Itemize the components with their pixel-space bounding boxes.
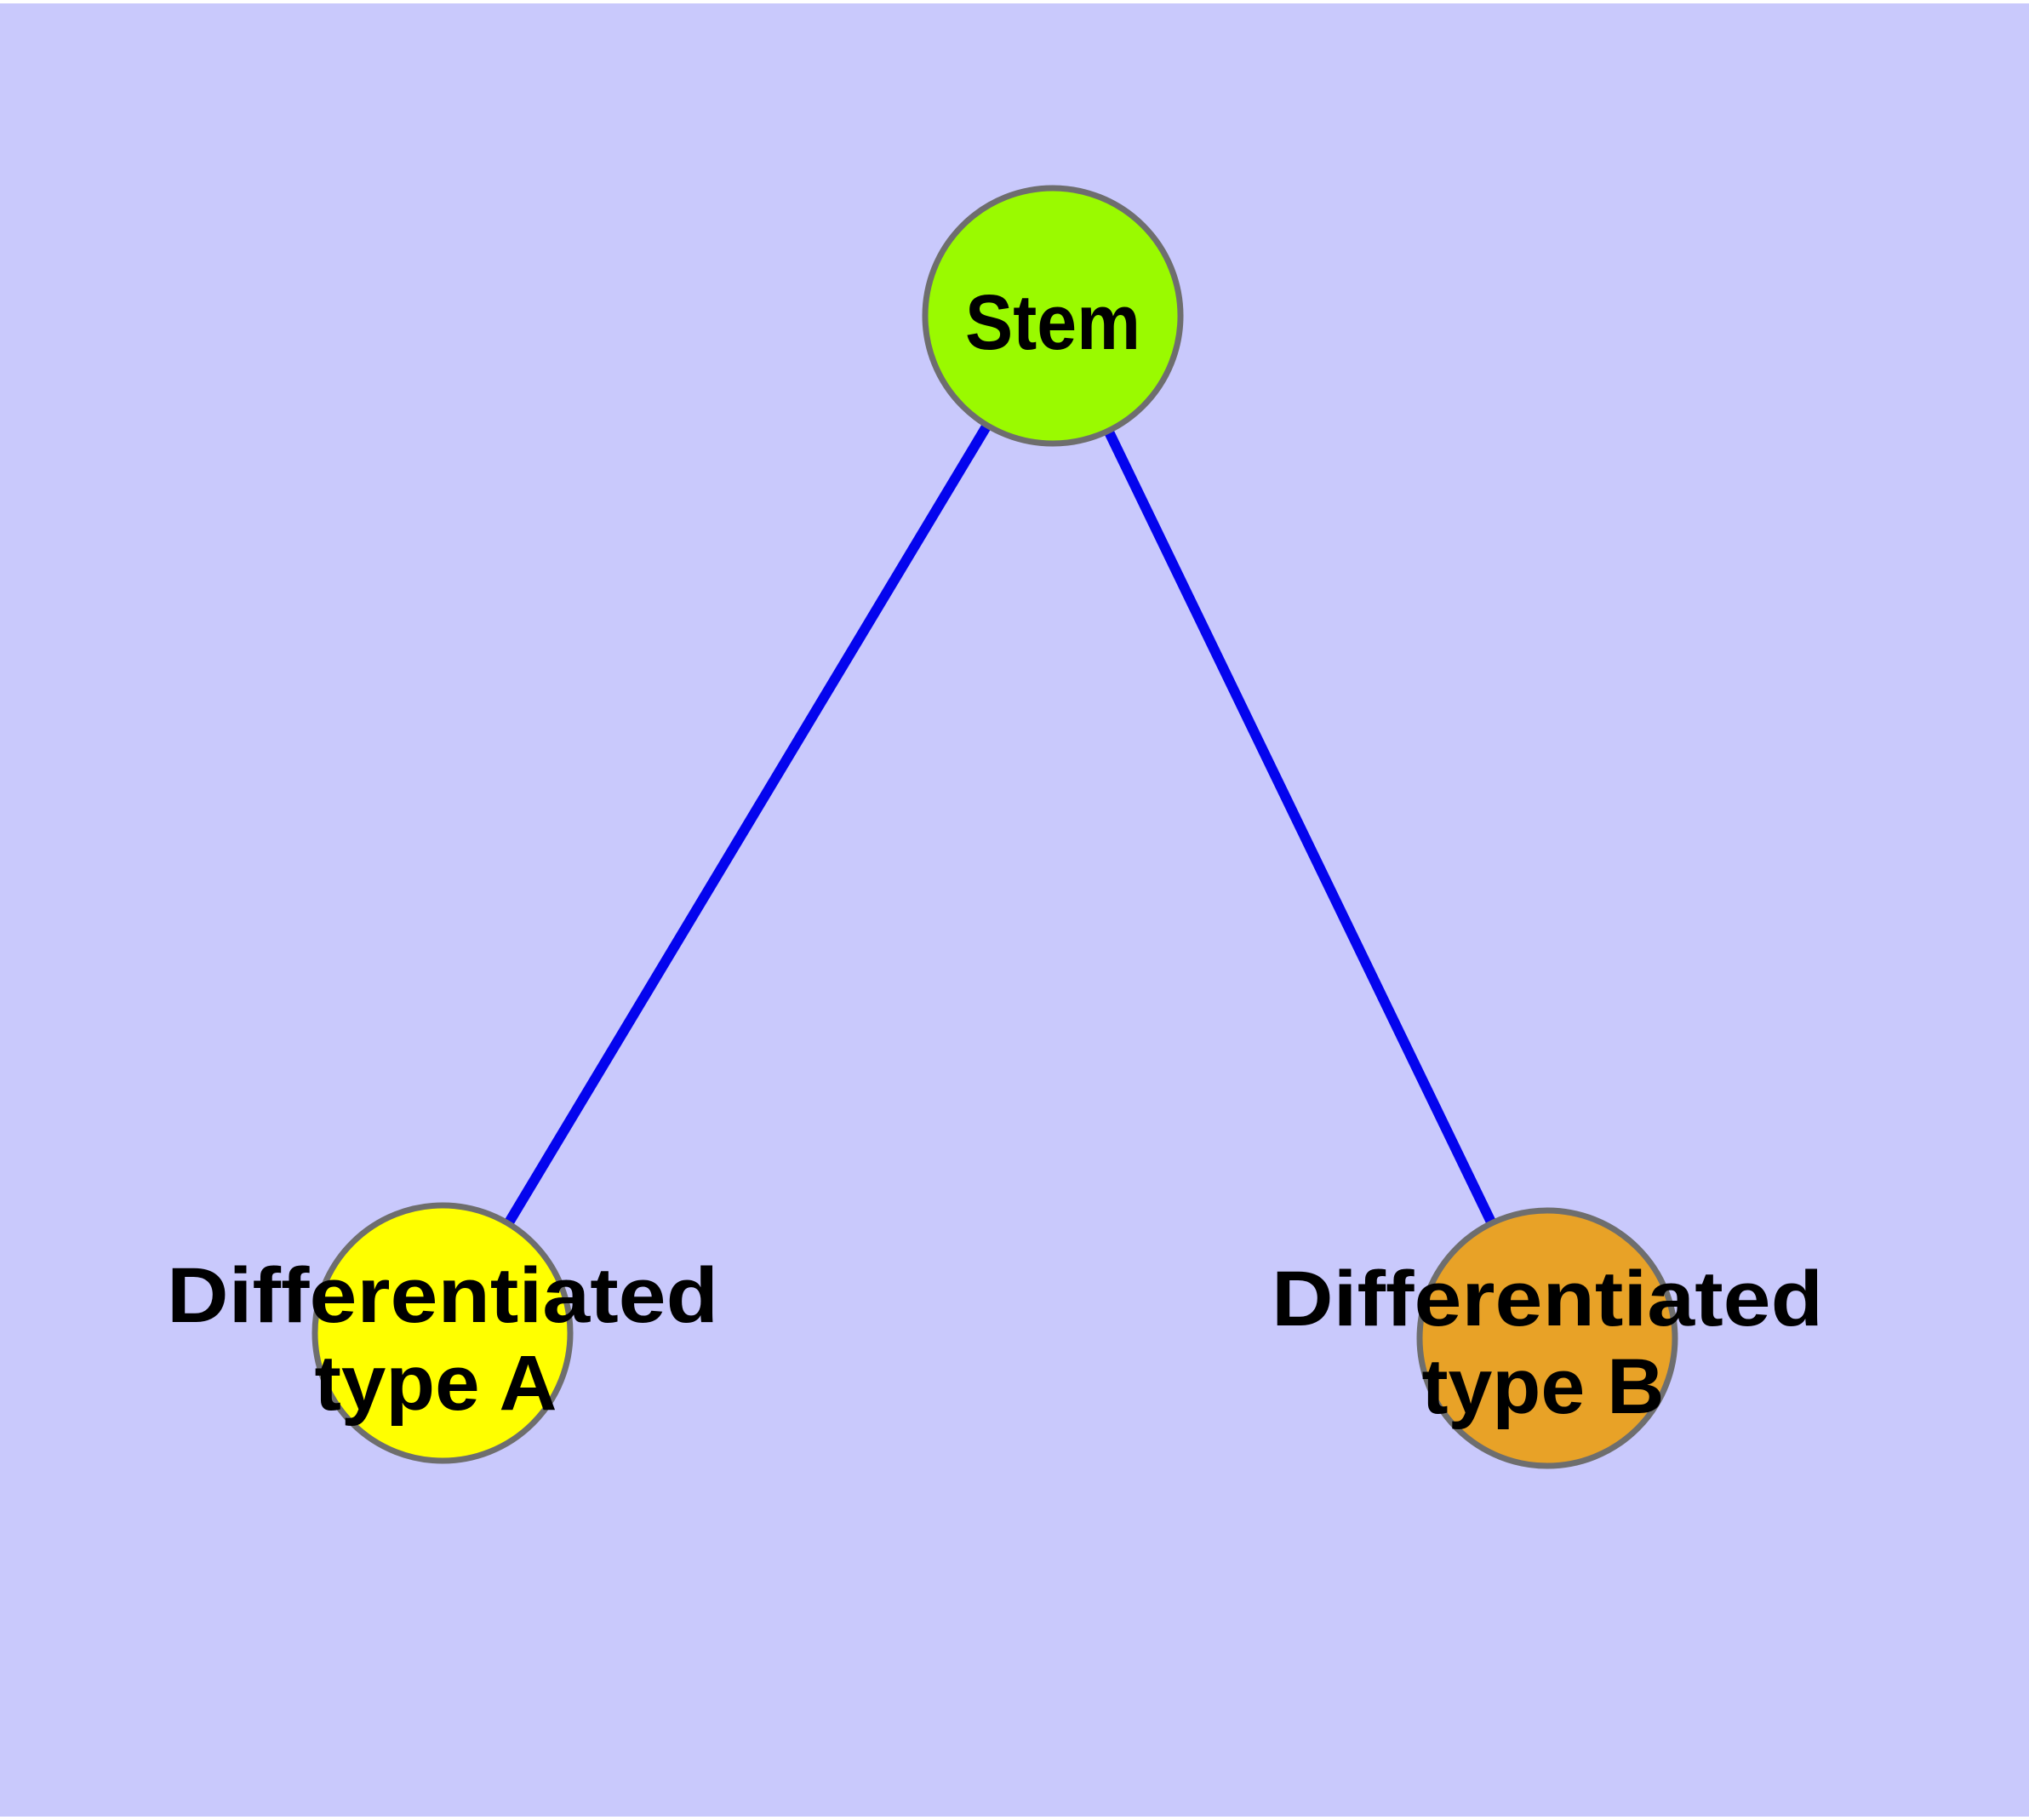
edge-stem-to-type-a <box>437 312 1058 1336</box>
node-type-b-label-line1: Differentiated <box>1272 1256 1823 1342</box>
node-type-b-circle <box>1416 1207 1678 1469</box>
node-stem-label: Stem <box>965 279 1140 366</box>
node-type-a-circle <box>311 1202 574 1464</box>
node-type-b-label-line2: type B <box>1422 1343 1665 1430</box>
node-stem-circle <box>922 185 1184 447</box>
edge-stem-to-type-b <box>1048 313 1552 1341</box>
node-type-a-label-line1: Differentiated <box>167 1252 718 1339</box>
node-type-a-label-line2: type A <box>315 1340 557 1427</box>
